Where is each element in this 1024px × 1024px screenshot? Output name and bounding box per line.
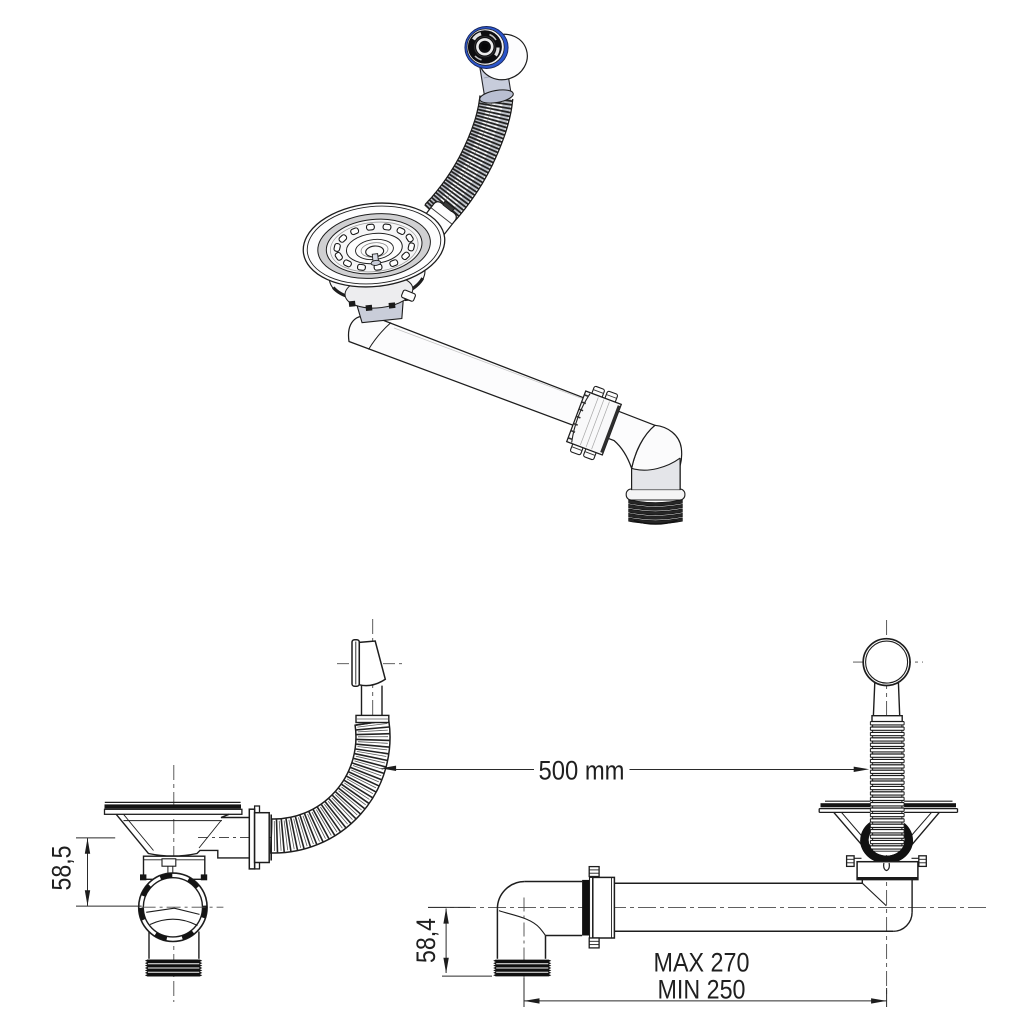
dimension-58-4: 58,4 <box>411 906 492 977</box>
coupling-nut-front <box>582 865 616 949</box>
pipe-3d <box>347 315 657 471</box>
strainer-basket-3d <box>302 202 446 288</box>
overflow-cap-3d <box>464 26 528 104</box>
view-side: 58,5 <box>47 619 404 1002</box>
dimension-label-500mm: 500 mm <box>539 756 625 786</box>
overflow-cap-front <box>862 637 911 723</box>
dimension-label-58-5: 58,5 <box>47 846 77 891</box>
pipe-outlet-3d <box>302 26 686 525</box>
dimension-58-5: 58,5 <box>47 837 142 907</box>
dimension-label-max: MAX 270 <box>654 948 750 978</box>
dimension-label-min: MIN 250 <box>658 975 746 1005</box>
overflow-hose-3d <box>424 95 514 228</box>
dimension-500mm: 500 mm <box>380 756 870 786</box>
overflow-connector-side <box>248 805 273 870</box>
strainer-nut-front <box>845 855 927 881</box>
overflow-hose-front <box>869 721 905 854</box>
coupling-nut-3d <box>565 385 623 461</box>
overflow-top-connector-side <box>351 638 390 724</box>
dimension-label-58-4: 58,4 <box>411 918 441 963</box>
drain-pipe-front <box>493 879 913 977</box>
